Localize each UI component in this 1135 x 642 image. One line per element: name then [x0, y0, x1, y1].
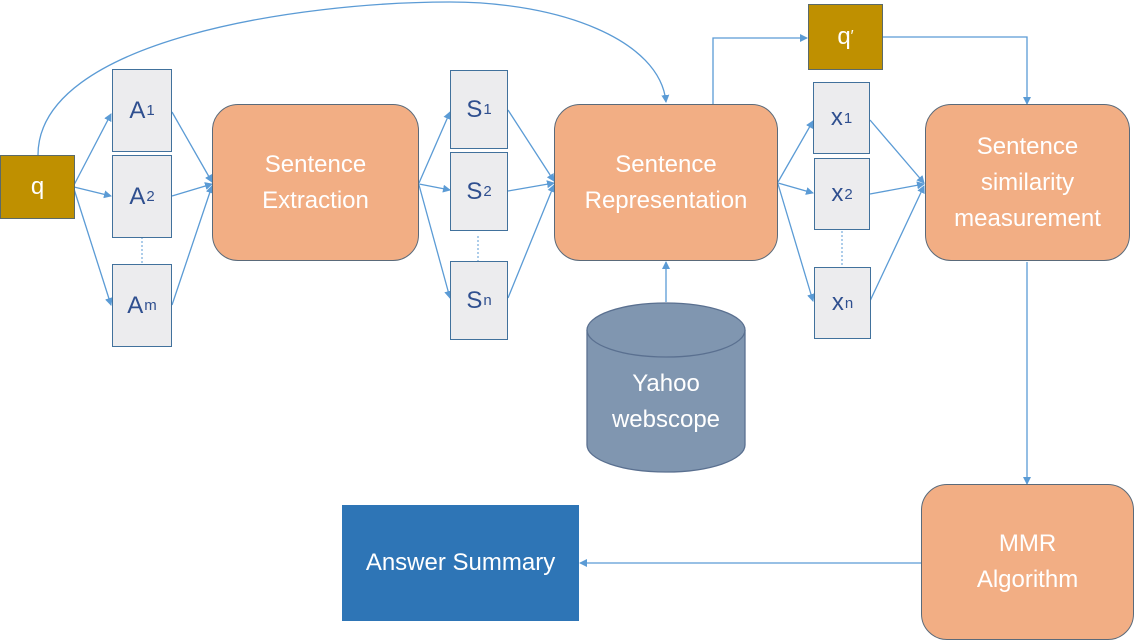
edge-a1-to-extraction — [171, 111, 213, 183]
process-label-line: MMR — [998, 530, 1057, 557]
edge-x1-to-similarity — [869, 119, 925, 184]
process-label-line: Sentence — [615, 150, 717, 178]
edge-xn-to-similarity — [869, 185, 925, 302]
query-label: q — [30, 173, 45, 200]
sentence-representation-node: Sentence Representation — [554, 104, 778, 261]
process-label-line: similarity — [980, 168, 1075, 196]
edge-s2-to-representation — [507, 180, 555, 192]
edge-extraction-to-sn — [418, 184, 453, 299]
edge-q-to-a1 — [73, 113, 112, 186]
database-label: Yahoo webscope — [586, 366, 746, 438]
edge-q-to-am — [73, 188, 113, 306]
edge-representation-to-xn — [777, 183, 815, 302]
vector-label: x — [831, 180, 844, 207]
edge-representation-to-qprime — [712, 34, 808, 104]
edge-extraction-to-s2 — [418, 183, 451, 193]
edge-q-to-a2 — [73, 186, 112, 199]
vector-label: x — [831, 289, 844, 316]
edge-x2-to-similarity — [869, 181, 925, 195]
mmr-algorithm-node: MMR Algorithm — [921, 484, 1134, 640]
process-label-line: Algorithm — [976, 566, 1079, 593]
edge-qprime-to-similarity — [883, 36, 1031, 105]
answer-label: A — [129, 96, 146, 124]
vector-subscript: n — [844, 294, 854, 312]
process-label-line: Sentence — [976, 132, 1079, 160]
edge-am-to-extraction — [171, 185, 214, 306]
prime-mark: ′ — [850, 28, 854, 45]
query-node: q — [0, 155, 75, 219]
vector-label: x — [830, 104, 843, 131]
edge-q-to-representation — [37, 1, 670, 156]
sentence-label: S — [466, 177, 483, 205]
process-label-line: Extraction — [262, 186, 369, 214]
vector-subscript: 1 — [843, 109, 853, 127]
database-label-line: webscope — [611, 406, 721, 433]
answer-summary-label: Answer Summary — [365, 549, 556, 576]
answer-subscript: 1 — [146, 102, 155, 119]
database-cylinder — [586, 302, 746, 473]
edge-a2-to-extraction — [171, 182, 213, 197]
sentence-label: S — [466, 95, 483, 123]
answer-label: A — [127, 291, 144, 319]
edge-s1-to-representation — [507, 109, 555, 182]
sentence-subscript: n — [483, 292, 492, 309]
sentence-subscript: 2 — [483, 183, 492, 200]
database-label-line: Yahoo — [632, 370, 700, 397]
edge-representation-to-x1 — [777, 120, 814, 183]
vector-subscript: 2 — [844, 185, 853, 203]
query-prime-label: q — [837, 23, 851, 50]
answer-summary-node: Answer Summary — [342, 505, 579, 621]
process-label-line: measurement — [954, 204, 1101, 232]
sentence-subscript: 1 — [483, 101, 492, 118]
edge-sn-to-representation — [507, 184, 556, 299]
answer-subscript: m — [144, 297, 157, 314]
process-label-line: Sentence — [264, 150, 367, 178]
similarity-measurement-node: Sentence similarity measurement — [925, 104, 1130, 261]
query-prime-node: q′ — [808, 4, 883, 70]
answer-label: A — [129, 182, 146, 210]
sentence-label: S — [466, 286, 483, 314]
edge-extraction-to-s1 — [418, 111, 451, 184]
answer-subscript: 2 — [146, 188, 155, 205]
sentence-extraction-node: Sentence Extraction — [212, 104, 419, 261]
process-label-line: Representation — [584, 186, 748, 214]
edge-representation-to-x2 — [777, 182, 814, 195]
